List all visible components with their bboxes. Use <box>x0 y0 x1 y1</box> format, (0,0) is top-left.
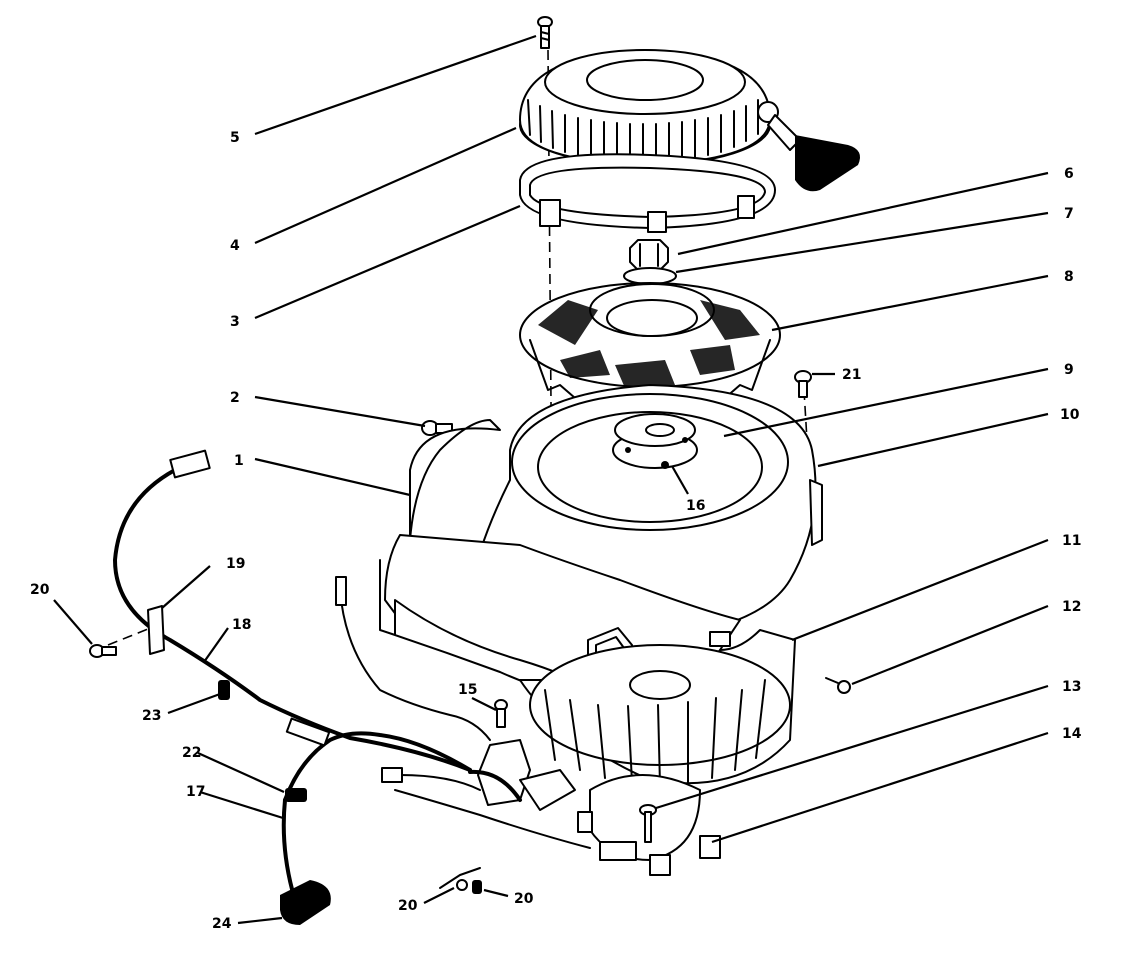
label-part-21: 21 <box>842 367 861 383</box>
screw-part-2 <box>421 420 453 436</box>
label-part-10: 10 <box>1060 407 1080 423</box>
label-part-15: 15 <box>458 682 477 698</box>
label-part-11: 11 <box>1062 533 1081 549</box>
label-part-13: 13 <box>1062 679 1081 695</box>
label-part-16: 16 <box>686 498 705 514</box>
wiring-harness-part-17-18 <box>112 449 591 925</box>
label-part-9: 9 <box>1064 362 1074 378</box>
label-part-19: 19 <box>226 556 245 572</box>
fastener-part-22-20 <box>439 867 482 894</box>
label-part-20-left: 20 <box>30 582 50 598</box>
label-part-7: 7 <box>1064 206 1074 222</box>
label-part-2: 2 <box>230 390 240 406</box>
assembly-axis-line-left <box>107 624 159 646</box>
label-part-4: 4 <box>230 238 240 254</box>
nut-washer-part-6-7 <box>623 239 677 285</box>
screw-part-20-left <box>89 644 117 658</box>
label-part-24: 23 <box>142 708 161 724</box>
label-part-1: 1 <box>234 453 244 469</box>
screw-part-5 <box>537 16 553 49</box>
label-part-14: 14 <box>1062 726 1082 742</box>
flywheel-part-11 <box>519 629 796 786</box>
label-part-25: 24 <box>212 916 232 932</box>
pulley-screen-part-8 <box>519 282 781 399</box>
screw-part-12 <box>825 677 851 694</box>
label-part-8: 8 <box>1064 269 1074 285</box>
label-part-3: 3 <box>230 314 240 330</box>
label-part-23: 22 <box>182 745 201 761</box>
label-part-6: 6 <box>1064 166 1074 182</box>
part-labels: 5 4 3 2 1 6 7 8 21 9 10 16 11 12 13 14 1… <box>30 130 1082 932</box>
label-part-17: 17 <box>186 784 205 800</box>
starter-housing-part-4 <box>519 49 861 192</box>
label-part-12: 12 <box>1062 599 1081 615</box>
label-part-18: 18 <box>232 617 251 633</box>
label-part-22: 20 <box>398 898 418 914</box>
clip-part-19 <box>147 605 165 655</box>
screw-part-21 <box>794 370 812 398</box>
assembly-axis-line-right <box>803 389 808 441</box>
label-part-20-bottom: 20 <box>514 891 534 907</box>
label-part-5: 5 <box>230 130 240 146</box>
ignition-coil-assembly <box>477 699 721 876</box>
band-ring-part-3 <box>519 153 776 233</box>
leader-lines <box>53 34 1049 925</box>
